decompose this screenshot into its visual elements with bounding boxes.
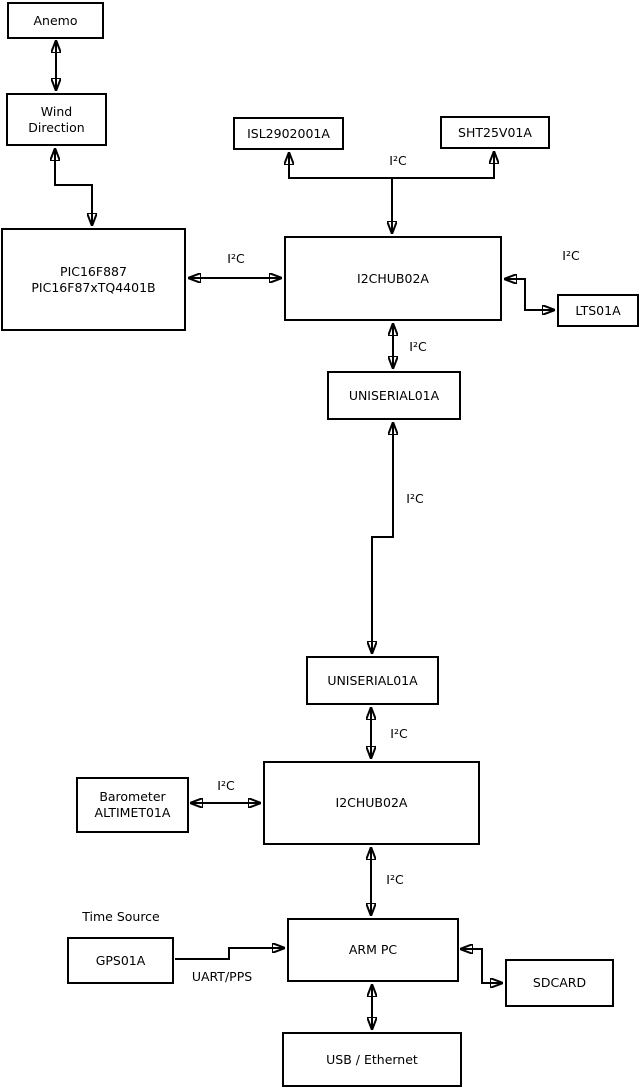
box-anemo: Anemo bbox=[7, 2, 104, 39]
box-uniserial01a-upper: UNISERIAL01A bbox=[327, 371, 461, 420]
box-i2chub02a-lower: I2CHUB02A bbox=[263, 761, 480, 845]
box-label: USB / Ethernet bbox=[326, 1051, 418, 1067]
box-label: ISL2902001A bbox=[247, 125, 330, 141]
box-label-line1: PIC16F887 bbox=[60, 263, 127, 279]
box-gps01a: GPS01A bbox=[67, 937, 174, 984]
label-uart-pps: UART/PPS bbox=[191, 969, 253, 984]
box-label-line1: Wind bbox=[40, 103, 73, 119]
box-wind-direction: Wind Direction bbox=[6, 93, 107, 146]
box-i2chub02a-upper: I2CHUB02A bbox=[284, 236, 502, 321]
connector-armpc-sdcard bbox=[460, 949, 503, 983]
box-label: ARM PC bbox=[348, 942, 398, 957]
box-label-line2: PIC16F87xTQ4401B bbox=[31, 279, 156, 295]
box-pic16f887: PIC16F887 PIC16F87xTQ4401B bbox=[1, 228, 186, 331]
box-label: I2CHUB02A bbox=[335, 795, 408, 810]
label-i2c-barometer-hub2: I²C bbox=[217, 778, 235, 793]
box-sdcard: SDCARD bbox=[505, 959, 614, 1007]
box-usb-ethernet: USB / Ethernet bbox=[282, 1032, 462, 1087]
box-label-line1: Barometer bbox=[99, 789, 166, 804]
connector-sensor-bus bbox=[289, 151, 494, 179]
connector-hub1-lts bbox=[504, 279, 555, 310]
box-sht25v01a: SHT25V01A bbox=[440, 116, 550, 149]
connector-wind-pic bbox=[55, 148, 92, 226]
connector-gps-armpc bbox=[175, 948, 285, 960]
box-lts01a: LTS01A bbox=[557, 294, 639, 327]
box-label: SHT25V01A bbox=[458, 124, 532, 140]
box-isl2902001a: ISL2902001A bbox=[233, 117, 344, 150]
box-label: UNISERIAL01A bbox=[327, 672, 418, 688]
connector-uniserial-link bbox=[372, 422, 393, 654]
box-label: SDCARD bbox=[532, 975, 587, 990]
box-arm-pc: ARM PC bbox=[287, 918, 459, 982]
label-i2c-hub1-lts: I²C bbox=[562, 248, 580, 263]
box-label: UNISERIAL01A bbox=[348, 387, 440, 403]
label-time-source: Time Source bbox=[82, 909, 160, 924]
label-i2c-hub2-armpc: I²C bbox=[386, 872, 404, 887]
box-label-line2: ALTIMET01A bbox=[94, 805, 171, 820]
label-i2c-uniserial-link: I²C bbox=[406, 491, 424, 506]
box-label: I2CHUB02A bbox=[357, 270, 429, 286]
box-label: LTS01A bbox=[575, 302, 621, 318]
label-i2c-hub1-uniserial1: I²C bbox=[409, 339, 427, 354]
label-i2c-pic-hub1: I²C bbox=[227, 251, 245, 266]
box-label: Anemo bbox=[33, 12, 78, 28]
label-i2c-uniserial2-hub2: I²C bbox=[390, 726, 408, 741]
box-label-line2: Direction bbox=[28, 119, 85, 135]
box-label: GPS01A bbox=[95, 952, 146, 968]
box-barometer-altimet01a: Barometer ALTIMET01A bbox=[76, 777, 189, 833]
label-i2c-sensor-bus: I²C bbox=[389, 153, 407, 168]
box-uniserial01a-lower: UNISERIAL01A bbox=[306, 656, 439, 705]
